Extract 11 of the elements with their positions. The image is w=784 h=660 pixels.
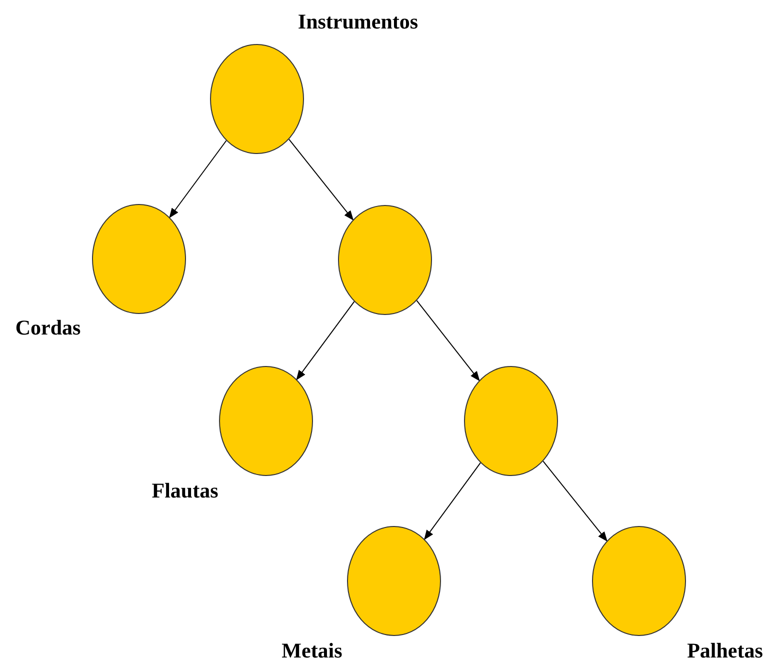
node-label: Flautas: [152, 478, 218, 504]
arrow: [416, 300, 480, 382]
node-label: Instrumentos: [298, 10, 418, 34]
node-label: Cordas: [15, 316, 81, 340]
arrow: [542, 460, 608, 542]
arrow: [424, 462, 481, 540]
arrow: [288, 138, 354, 221]
arrow: [169, 140, 227, 218]
node-label: Palhetas: [687, 638, 763, 660]
node-label: Metais: [282, 638, 342, 660]
arrow: [296, 301, 355, 380]
